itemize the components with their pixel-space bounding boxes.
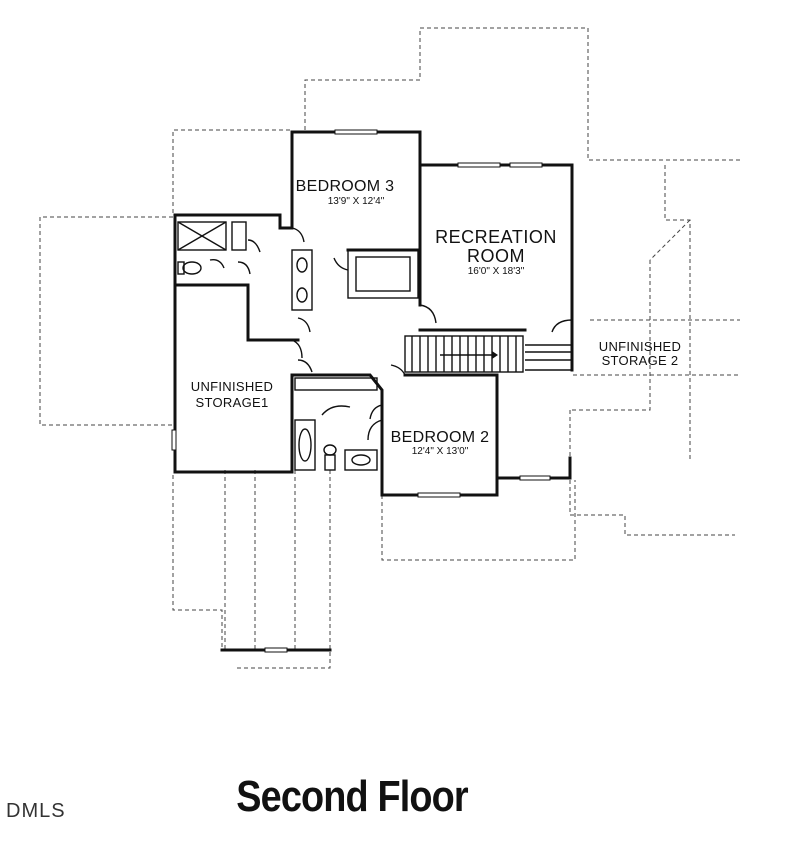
recreation-room-dims: 16'0" X 18'3" [468,266,525,277]
roof-outline [39,27,740,669]
watermark: DMLS [6,800,66,822]
bedroom-3-dims: 13'9" X 12'4" [328,196,385,207]
bedroom-3-label: BEDROOM 3 [296,178,395,195]
bath-1 [177,221,313,333]
bedroom-3 [173,129,422,342]
bedroom-2-dims: 12'4" X 13'0" [412,446,469,457]
floor-title: Second Floor [236,772,468,821]
recreation-room [418,162,574,372]
bedroom-2 [367,364,572,498]
bath-2 [294,377,383,471]
recreation-room-label-2: ROOM [467,246,525,266]
storage-1-label-2: STORAGE1 [196,395,269,410]
storage-1 [171,283,384,497]
storage-1-label-1: UNFINISHED [191,379,273,394]
storage-2-label-1: UNFINISHED [599,339,681,354]
stairs [404,335,572,373]
storage-2-label-2: STORAGE 2 [602,353,679,368]
bedroom-2-label: BEDROOM 2 [391,429,490,446]
recreation-room-label-1: RECREATION [435,227,557,247]
